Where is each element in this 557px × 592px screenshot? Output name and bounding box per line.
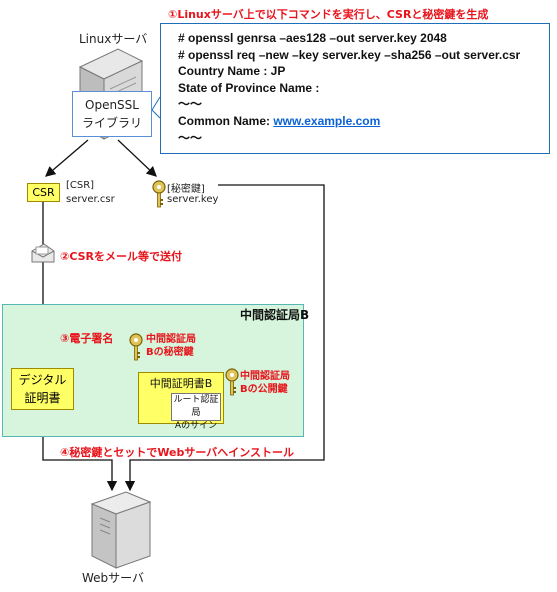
ca-private-key-label-line: Bの秘密鍵 <box>146 347 194 358</box>
ca-public-key-label: 中間認証局 Bの公開鍵 <box>240 370 290 396</box>
step1-title: ①Linuxサーバ上で以下コマンドを実行し、CSRと秘密鍵を生成 <box>168 8 489 21</box>
mail-icon <box>31 243 55 263</box>
ca-private-key-icon <box>129 333 143 361</box>
common-name-label: Common Name: <box>178 113 274 128</box>
ca-public-key-label-line: 中間認証局 <box>240 371 290 382</box>
root-ca-signature-line: Aのサイン <box>174 421 218 431</box>
csr-box: CSR <box>27 183 60 202</box>
ca-public-key-label-line: Bの公開鍵 <box>240 384 288 395</box>
csr-caption: [CSR] <box>66 180 95 191</box>
arrow-key-to-webserver <box>124 184 325 492</box>
web-server-label: Webサーバ <box>82 571 145 585</box>
openssl-library-box: OpenSSL ライブラリ <box>72 91 152 137</box>
ca-public-key-icon <box>225 368 239 396</box>
command-box: # openssl genrsa –aes128 –out server.key… <box>160 23 550 154</box>
callout-pointer <box>151 96 161 119</box>
common-name-link[interactable]: www.example.com <box>273 113 381 128</box>
arrow-server-to-csr <box>45 139 89 177</box>
web-server-icon <box>90 491 152 569</box>
command-line-common-name: Common Name: www.example.com <box>178 113 549 130</box>
step4-label: ④秘密鍵とセットでWebサーバへインストール <box>60 446 295 459</box>
key-caption: [秘密鍵] <box>167 184 205 195</box>
linux-server-label: Linuxサーバ <box>79 32 148 46</box>
key-filename: server.key <box>167 194 219 205</box>
key-icon <box>152 180 166 208</box>
command-line: State of Province Name : <box>178 80 320 95</box>
step2-label: ②CSRをメール等で送付 <box>60 250 182 263</box>
digital-certificate-label: 証明書 <box>24 391 61 405</box>
command-line: # openssl req –new –key server.key –sha2… <box>178 47 521 62</box>
intermediate-certificate-box: 中間証明書B ルート認証局 Aのサイン <box>138 372 224 431</box>
command-line: Country Name : JP <box>178 64 286 79</box>
command-line: # openssl genrsa –aes128 –out server.key… <box>178 31 447 45</box>
intermediate-certificate-label: 中間証明書B <box>149 377 213 390</box>
openssl-label-sub: ライブラリ <box>81 116 142 130</box>
digital-certificate-label: デジタル <box>18 373 67 387</box>
root-ca-signature-line: ルート認証局 <box>173 395 219 418</box>
ca-private-key-label-line: 中間認証局 <box>146 334 196 345</box>
root-ca-signature-box: ルート認証局 Aのサイン <box>171 393 221 431</box>
command-line: ～～ <box>178 97 203 112</box>
arrow-server-to-key <box>117 139 157 177</box>
openssl-label: OpenSSL <box>85 98 139 112</box>
digital-certificate-box: デジタル 証明書 <box>11 368 74 410</box>
step3-label: ③電子署名 <box>60 332 114 345</box>
ca-title: 中間認証局B <box>240 308 310 322</box>
csr-filename: server.csr <box>66 194 115 205</box>
ca-private-key-label: 中間認証局 Bの秘密鍵 <box>146 333 196 359</box>
command-line: ～～ <box>178 130 203 145</box>
